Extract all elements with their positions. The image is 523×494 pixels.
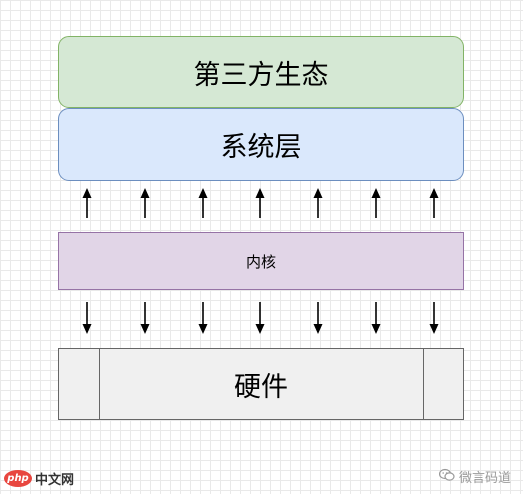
down-arrow-icon (140, 302, 150, 334)
hardware-right-divider (423, 349, 424, 419)
hardware-layer: 硬件 (58, 348, 464, 420)
hardware-left-divider (99, 349, 100, 419)
ecosystem-label: 第三方生态 (193, 59, 329, 91)
up-arrow-icon (255, 188, 265, 218)
up-arrow-icon (429, 188, 439, 218)
down-arrow-icon (255, 302, 265, 334)
ecosystem-layer: 第三方生态 (58, 36, 464, 108)
kernel-label: 内核 (245, 252, 276, 271)
up-arrow-icon (198, 188, 208, 218)
php-logo: php (4, 469, 32, 487)
kernel-layer: 内核 (58, 232, 464, 290)
system-label: 系统层 (220, 132, 302, 163)
up-arrow-icon (313, 188, 323, 218)
up-arrow-icon (82, 188, 92, 218)
down-arrow-icon (82, 302, 92, 334)
up-arrow-icon (140, 188, 150, 218)
site-name: 中文网 (35, 472, 75, 488)
site-footer-logo: php 中文网 (4, 468, 74, 488)
down-arrow-icon (429, 302, 439, 334)
system-layer: 系统层 (58, 108, 464, 181)
up-arrow-icon (371, 188, 381, 218)
watermark: 微言码道 (438, 467, 511, 486)
down-arrow-icon (313, 302, 323, 334)
down-arrow-icon (198, 302, 208, 334)
wechat-icon (438, 468, 455, 486)
watermark-text: 微言码道 (458, 471, 511, 486)
hardware-label: 硬件 (234, 371, 288, 403)
down-arrow-icon (371, 302, 381, 334)
